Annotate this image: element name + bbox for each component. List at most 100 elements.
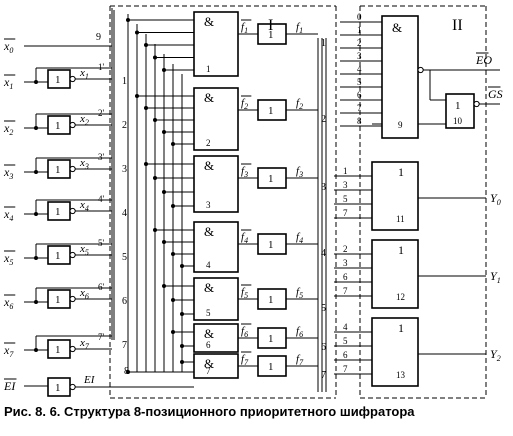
inverter-symbol: 1 [55,250,61,262]
or-input-num: 5 [343,194,348,204]
junction-dot [171,142,175,146]
inverter-symbol: 1 [55,206,61,218]
junction-dot [34,126,38,130]
f-bus-number: 7 [321,370,326,381]
or-input-num: 7 [343,364,348,374]
and-symbol: & [204,158,214,173]
input-label-x0: x0 [3,39,13,55]
or-input-num: 3 [343,180,348,190]
inverter-bubble [69,345,76,353]
and-gate-number: 3 [206,200,211,210]
bus-prime-label: 1' [98,62,105,72]
or-gate-number: 12 [396,292,405,302]
and-symbol: & [204,224,214,239]
inverter-symbol: 1 [55,120,61,132]
f-label: f5 [296,286,303,300]
output-Y0: Y0 [490,191,501,207]
f-bar-label: f3 [241,165,248,179]
junction-dot [162,284,166,288]
wire-num-x0: 9 [96,32,101,43]
inverter-symbol: 1 [268,333,274,345]
junction-dot [171,298,175,302]
f-inverter-1 [257,23,287,45]
junction-dot [162,68,166,72]
and-gate-1 [193,11,239,77]
junction-dot [171,204,175,208]
signal-label-x7: x7 [79,337,90,351]
inverter-bubble [69,207,76,215]
f-bus-number: 4 [321,248,326,259]
and-gate-number: 4 [206,260,211,270]
gate9-input-num: 8 [357,116,362,126]
junction-dot [34,170,38,174]
gate9-input-num: 3 [357,51,362,61]
and-symbol: & [204,326,214,341]
inverter-bubble [69,121,76,129]
or-gate-13 [371,317,419,387]
output-Y2: Y2 [490,347,501,363]
junction-dot [162,190,166,194]
junction-dot [144,162,148,166]
or-input-num: 1 [343,166,348,176]
signal-label-x4: x4 [79,199,89,213]
signal-label-x3: x3 [79,157,89,171]
f-bar-label: f5 [241,286,248,300]
figure-caption: Рис. 8. 6. Структура 8-позиционного прио… [4,404,415,419]
gate9-input-num: 4 [357,64,362,74]
input-label-EI: EI [3,379,16,393]
or-input-num: 6 [343,350,348,360]
and-gate-5 [193,277,239,321]
bus-number-label: 6 [122,296,127,307]
and-gate-4 [193,221,239,273]
wire-num-EI: 8 [124,366,129,377]
and-gate-number: 6 [206,340,211,350]
and-symbol: & [392,20,402,35]
inverter-symbol: 1 [55,294,61,306]
inverter-bubble [69,383,76,391]
gate9-input-num: 7 [357,103,362,113]
junction-dot [34,212,38,216]
junction-dot [34,256,38,260]
inverter-bubble [69,75,76,83]
signal-label-x5: x5 [79,243,89,257]
or-gate-11 [371,161,419,231]
f-bar-label: f2 [241,97,248,111]
bus-number-label: 3 [122,164,127,175]
bus-prime-label: 4' [98,194,105,204]
bus-number-label: 1 [122,76,127,87]
inverter-symbol: 1 [268,105,274,117]
and-symbol: & [204,90,214,105]
gate9-input-num: 5 [357,77,362,87]
junction-dot [34,348,38,352]
gate9-input-num: 2 [357,38,362,48]
bus-number-label: 7 [122,340,127,351]
f-bar-label: f6 [241,325,248,339]
f-label: f7 [296,353,304,367]
junction-dot [135,30,139,35]
gate-10-number: 10 [453,116,463,126]
or-symbol: 1 [398,243,404,257]
junction-dot [144,106,148,110]
f-label: f1 [296,21,303,35]
junction-dot [135,94,139,98]
inverter-bubble [69,295,76,303]
f-bar-label: f1 [241,21,248,35]
input-label-x6: x6 [3,295,13,311]
input-label-x1: x1 [3,75,13,91]
and-gate-number: 5 [206,308,211,318]
f-inverter-2 [257,99,287,121]
junction-dot [34,80,38,84]
inverter-bubble [69,165,76,173]
inverter-symbol: 1 [268,29,274,41]
or-gate-number: 11 [396,214,405,224]
f-label: f4 [296,231,303,245]
section-label-I: I [268,17,273,34]
inverter-symbol: 1 [268,173,274,185]
junction-dot [153,176,157,180]
inverter-symbol: 1 [55,74,61,86]
junction-dot [144,43,148,47]
logic-blocks [34,11,480,397]
gate-9-number: 9 [398,120,403,130]
and-gate-7 [193,353,239,379]
